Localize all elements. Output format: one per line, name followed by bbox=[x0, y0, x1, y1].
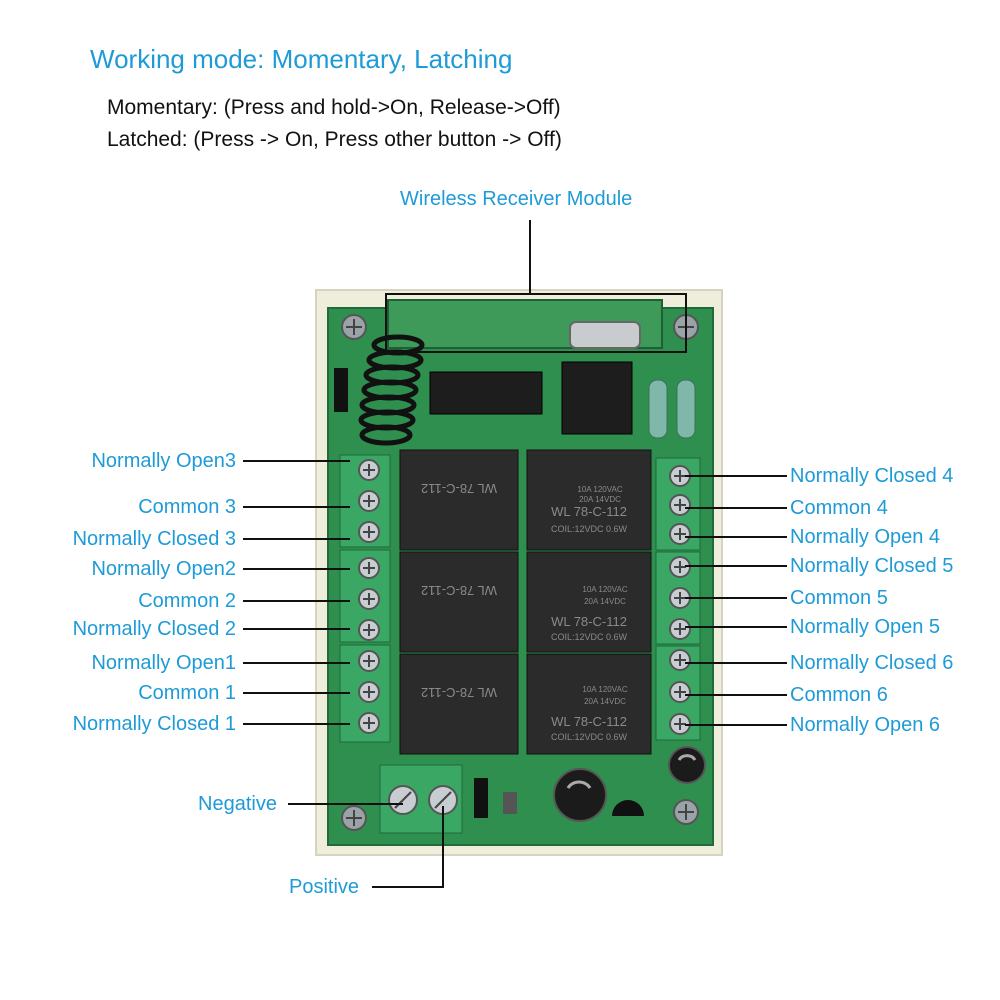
right-terminal-label: Normally Closed 5 bbox=[790, 555, 954, 577]
mounting-screw-icon bbox=[673, 799, 699, 825]
terminal-screw-icon bbox=[358, 588, 380, 610]
terminal-screw-icon bbox=[358, 521, 380, 543]
left-terminal-label: Common 3 bbox=[138, 496, 236, 518]
left-terminal-label: Normally Open2 bbox=[91, 558, 236, 580]
mounting-screw-icon bbox=[341, 314, 367, 340]
terminal-screw-icon bbox=[669, 681, 691, 703]
relay-5-rating2-text: 20A 14VDC bbox=[584, 597, 626, 606]
terminal-screw-icon bbox=[358, 557, 380, 579]
module-label: Wireless Receiver Module bbox=[400, 188, 633, 210]
resistor-r bbox=[503, 792, 517, 814]
relay-4-rating2-text: 20A 14VDC bbox=[579, 495, 621, 504]
relay-4-coil-text: COIL:12VDC 0.6W bbox=[551, 524, 628, 534]
terminal-screw-icon bbox=[669, 494, 691, 516]
right-leader-lines bbox=[685, 475, 787, 726]
relay-4-rating1-text: 10A 120VAC bbox=[577, 485, 622, 494]
left-terminal-label: Normally Closed 3 bbox=[72, 528, 236, 550]
relay-6 bbox=[526, 653, 652, 755]
relay-2 bbox=[399, 551, 519, 653]
right-terminal-label: Normally Open 4 bbox=[790, 526, 941, 548]
terminal-screw-icon bbox=[669, 523, 691, 545]
voltage-regulator-icon bbox=[612, 800, 644, 816]
terminal-screw-icon bbox=[669, 713, 691, 735]
relay-1 bbox=[399, 653, 519, 755]
right-terminal-label: Common 4 bbox=[790, 497, 888, 519]
logic-ic bbox=[561, 361, 633, 435]
left-terminal-label: Common 2 bbox=[138, 590, 236, 612]
terminal-screw-icon bbox=[358, 459, 380, 481]
diode bbox=[474, 778, 488, 818]
antenna-coil-icon bbox=[358, 334, 425, 446]
right-terminal-label: Common 5 bbox=[790, 587, 888, 609]
capacitor-c2-icon bbox=[668, 746, 706, 784]
right-terminal-screws bbox=[669, 465, 691, 735]
left-terminal-label: Normally Closed 2 bbox=[72, 618, 236, 640]
crystal-oscillator bbox=[569, 321, 641, 349]
relay-1-model-text: WL 78-C-112 bbox=[421, 685, 497, 700]
page-title: Working mode: Momentary, Latching bbox=[90, 44, 513, 74]
positive-label: Positive bbox=[289, 876, 360, 898]
right-terminal-label: Normally Closed 4 bbox=[790, 465, 954, 487]
terminal-screw-icon bbox=[669, 618, 691, 640]
relay-4-model-text: WL 78-C-112 bbox=[551, 504, 627, 519]
right-terminal-label: Normally Open 5 bbox=[790, 616, 941, 638]
relay-6-coil-text: COIL:12VDC 0.6W bbox=[551, 732, 628, 742]
terminal-screw-icon bbox=[358, 490, 380, 512]
decoder-ic bbox=[429, 371, 543, 415]
momentary-description: Momentary: (Press and hold->On, Release-… bbox=[107, 96, 561, 119]
terminal-screw-icon bbox=[358, 650, 380, 672]
relay-5 bbox=[526, 551, 652, 653]
relay-2-model-text: WL 78-C-112 bbox=[421, 583, 497, 598]
mounting-screw-icon bbox=[341, 805, 367, 831]
left-terminal-screws bbox=[358, 459, 380, 734]
relay-3 bbox=[399, 449, 519, 551]
right-terminal-label: Common 6 bbox=[790, 684, 888, 706]
relay-6-rating2-text: 20A 14VDC bbox=[584, 697, 626, 706]
terminal-screw-icon bbox=[358, 619, 380, 641]
relay-5-model-text: WL 78-C-112 bbox=[551, 614, 627, 629]
terminal-screw-icon bbox=[358, 681, 380, 703]
left-terminal-label: Common 1 bbox=[138, 682, 236, 704]
left-terminal-label: Normally Closed 1 bbox=[72, 713, 236, 735]
inductor-l2 bbox=[676, 379, 696, 439]
relay-6-rating1-text: 10A 120VAC bbox=[582, 685, 627, 694]
relay-4 bbox=[526, 449, 652, 551]
inductor-l1 bbox=[648, 379, 668, 439]
relay-3-model-text: WL 78-C-112 bbox=[421, 481, 497, 496]
right-terminal-label: Normally Open 6 bbox=[790, 714, 941, 736]
capacitor-c1-icon bbox=[553, 768, 607, 822]
jumper-header bbox=[334, 368, 348, 412]
receiver-highlight-box bbox=[385, 293, 687, 353]
relay-5-coil-text: COIL:12VDC 0.6W bbox=[551, 632, 628, 642]
terminal-screw-icon bbox=[669, 649, 691, 671]
latched-description: Latched: (Press -> On, Press other butto… bbox=[107, 128, 562, 151]
terminal-screw-icon bbox=[358, 712, 380, 734]
negative-label: Negative bbox=[198, 793, 277, 815]
negative-screw-icon bbox=[388, 785, 418, 815]
positive-leader-line bbox=[372, 806, 444, 888]
left-leader-lines bbox=[243, 460, 350, 725]
relay-6-model-text: WL 78-C-112 bbox=[551, 714, 627, 729]
right-terminal-label: Normally Closed 6 bbox=[790, 652, 954, 674]
relay-5-rating1-text: 10A 120VAC bbox=[582, 585, 627, 594]
left-terminal-label: Normally Open1 bbox=[91, 652, 236, 674]
left-terminal-label: Normally Open3 bbox=[91, 450, 236, 472]
